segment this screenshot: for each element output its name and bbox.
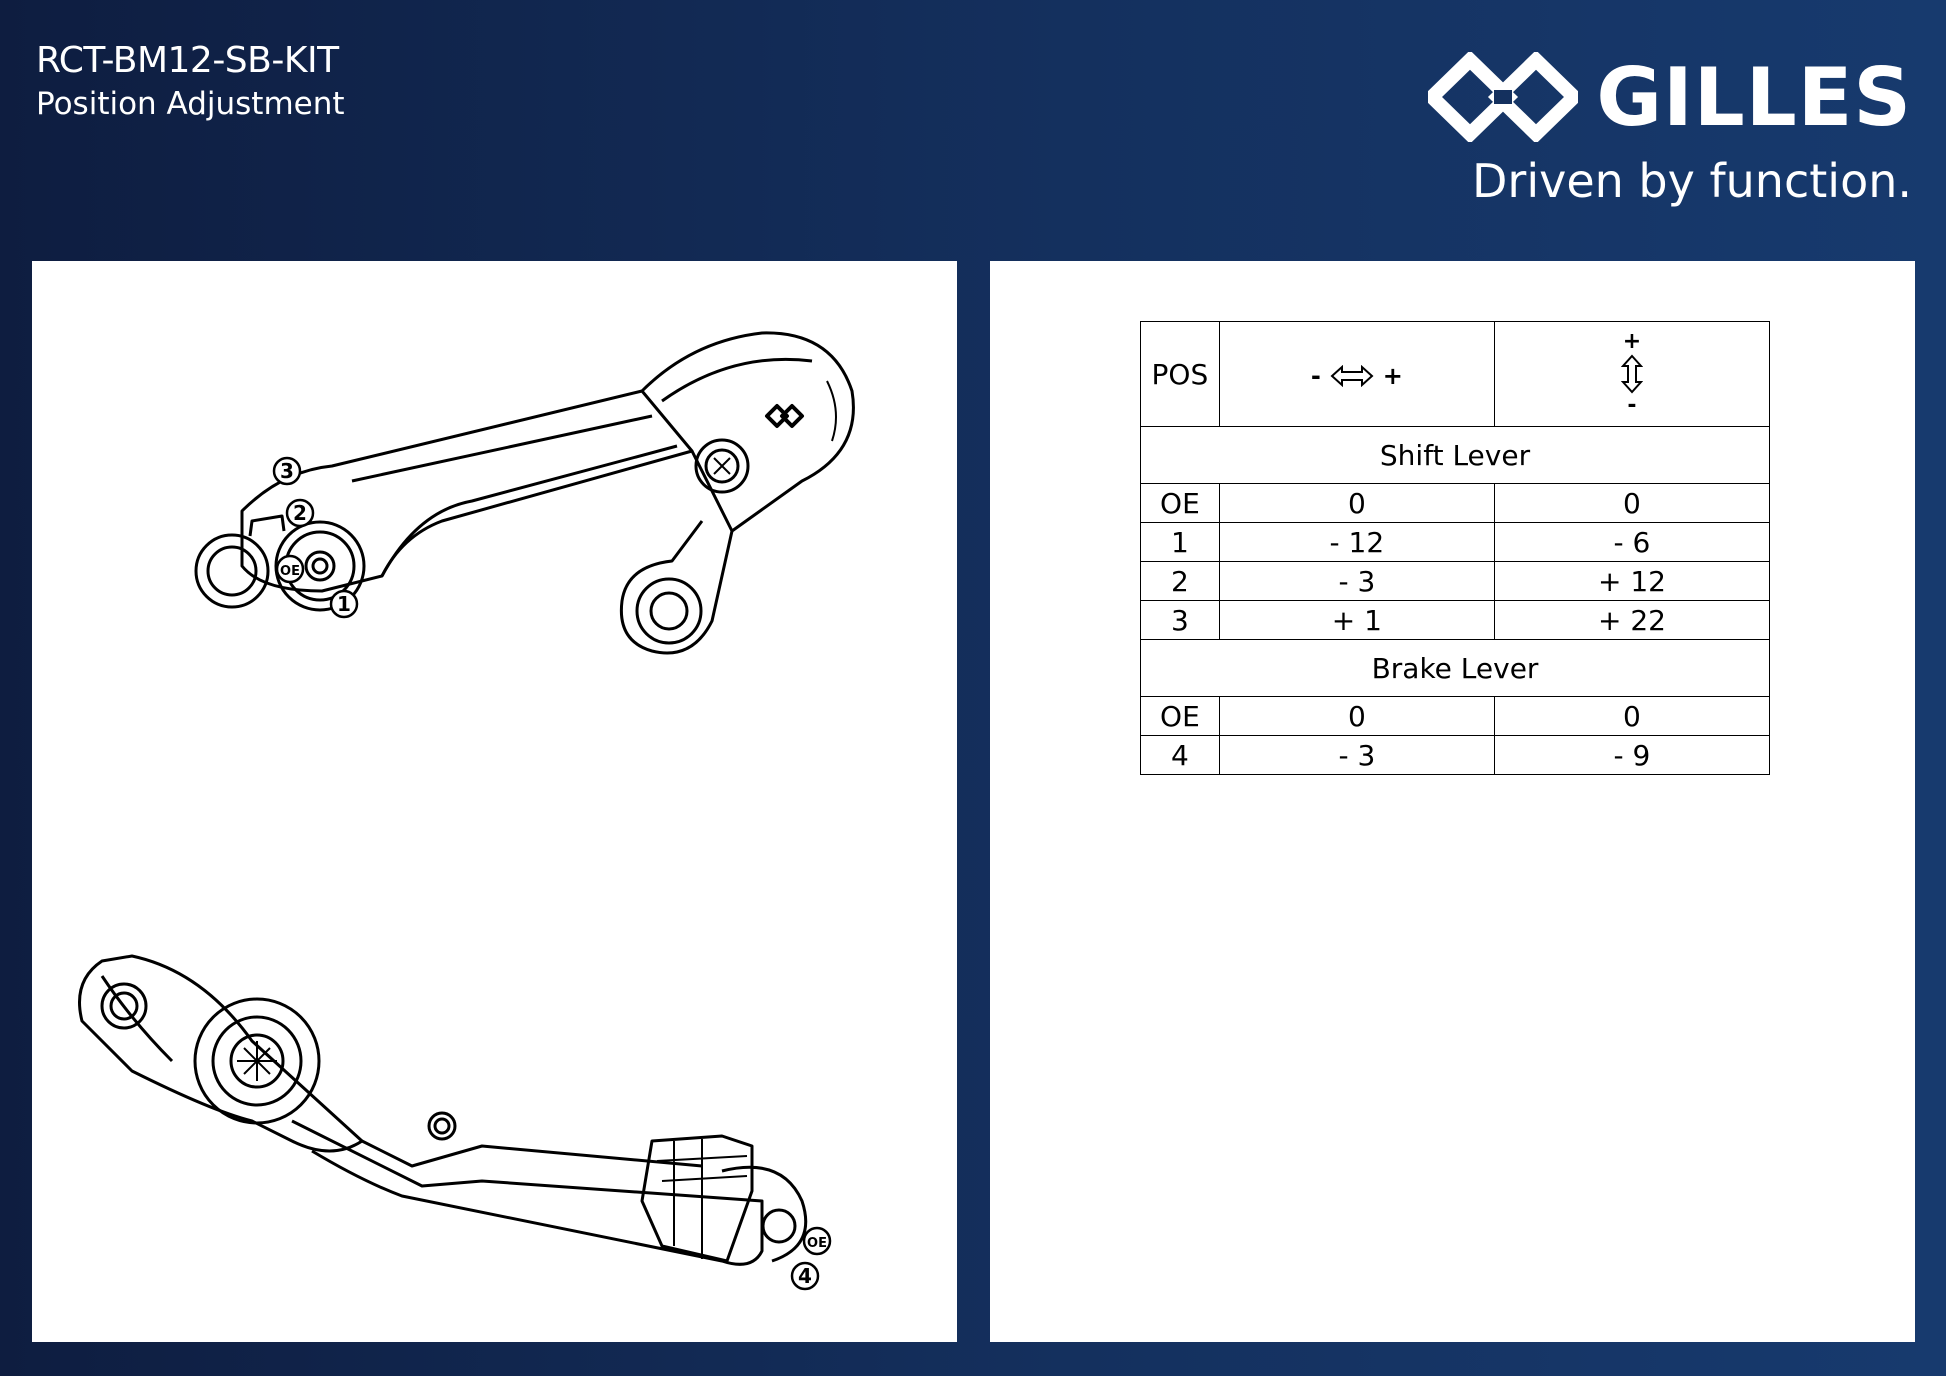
vertical-minus-label: - xyxy=(1627,393,1637,418)
svg-text:OE: OE xyxy=(807,1236,827,1251)
horizontal-cell: - 3 xyxy=(1218,561,1495,601)
table-row: OE 0 0 xyxy=(1140,483,1771,523)
brake-lever-drawing: OE 4 xyxy=(78,954,832,1291)
section-title: Brake Lever xyxy=(1140,639,1770,697)
horizontal-adjust-header: - + xyxy=(1218,321,1495,427)
pos-cell: 4 xyxy=(1140,735,1220,775)
callout-oe: OE xyxy=(275,554,305,584)
horizontal-adjust-arrow-icon xyxy=(1330,364,1374,387)
table-panel: POS - + + - Shift Lever OE 0 0 xyxy=(990,261,1915,1342)
brand-block: GILLES Driven by function. xyxy=(1428,51,1912,212)
section-title: Shift Lever xyxy=(1140,426,1770,484)
svg-text:1: 1 xyxy=(337,592,351,616)
callout-2: 2 xyxy=(285,498,315,528)
horizontal-minus-label: - xyxy=(1310,361,1321,390)
horizontal-plus-label: + xyxy=(1382,361,1403,390)
pos-header: POS xyxy=(1140,321,1220,427)
horizontal-cell: 0 xyxy=(1218,696,1495,736)
pos-cell: 3 xyxy=(1140,600,1220,640)
drawing-panel: 3 2 OE 1 xyxy=(32,261,957,1342)
callout-1: 1 xyxy=(329,589,359,619)
svg-text:3: 3 xyxy=(280,459,294,483)
section-row-shift: Shift Lever xyxy=(1140,426,1770,484)
vertical-cell: + 12 xyxy=(1493,561,1771,601)
vertical-adjust-arrow-icon xyxy=(1620,354,1643,394)
shift-lever-drawing: 3 2 OE 1 xyxy=(194,331,855,655)
section-row-brake: Brake Lever xyxy=(1140,639,1770,697)
brand-logo: GILLES xyxy=(1428,50,1912,144)
vertical-cell: - 6 xyxy=(1493,522,1771,562)
vertical-plus-label: + xyxy=(1622,329,1642,354)
horizontal-cell: - 12 xyxy=(1218,522,1495,562)
pos-cell: OE xyxy=(1140,483,1220,523)
callout-oe-brake: OE xyxy=(802,1226,832,1256)
horizontal-cell: - 3 xyxy=(1218,735,1495,775)
horizontal-cell: 0 xyxy=(1218,483,1495,523)
svg-text:OE: OE xyxy=(280,564,300,579)
callout-4: 4 xyxy=(790,1261,820,1291)
table-row: 3 + 1 + 22 xyxy=(1140,600,1771,640)
vertical-cell: + 22 xyxy=(1493,600,1771,640)
brand-name: GILLES xyxy=(1596,50,1912,144)
doc-subtitle: Position Adjustment xyxy=(36,86,345,122)
table-row: 4 - 3 - 9 xyxy=(1140,735,1771,775)
position-adjustment-table: POS - + + - Shift Lever OE 0 0 xyxy=(1140,321,1771,775)
vertical-cell: 0 xyxy=(1493,696,1771,736)
table-row: 1 - 12 - 6 xyxy=(1140,522,1771,562)
svg-text:4: 4 xyxy=(798,1264,812,1288)
gilles-knot-logo-icon xyxy=(1428,52,1579,142)
vertical-cell: - 9 xyxy=(1493,735,1771,775)
svg-text:2: 2 xyxy=(293,501,307,525)
callout-3: 3 xyxy=(272,456,302,486)
pos-cell: OE xyxy=(1140,696,1220,736)
table-row: OE 0 0 xyxy=(1140,696,1771,736)
brand-tagline: Driven by function. xyxy=(1472,154,1912,208)
pos-cell: 2 xyxy=(1140,561,1220,601)
doc-title: RCT-BM12-SB-KIT xyxy=(36,40,339,81)
vertical-cell: 0 xyxy=(1493,483,1771,523)
horizontal-cell: + 1 xyxy=(1218,600,1495,640)
table-header-row: POS - + + - xyxy=(1140,321,1771,427)
table-row: 2 - 3 + 12 xyxy=(1140,561,1771,601)
pos-cell: 1 xyxy=(1140,522,1220,562)
vertical-adjust-header: + - xyxy=(1493,321,1771,427)
